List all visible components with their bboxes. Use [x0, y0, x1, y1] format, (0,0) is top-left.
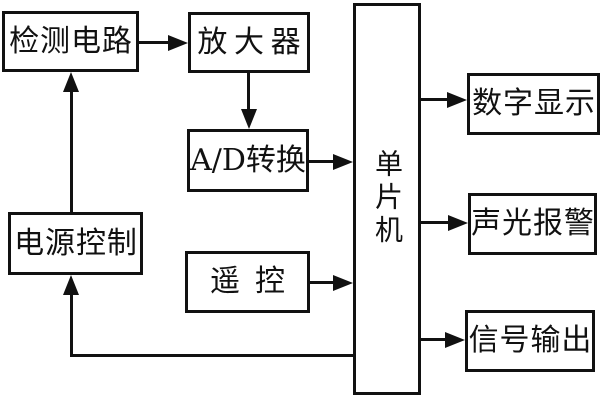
arrowhead-right-icon [445, 332, 465, 348]
node-sound-light-alarm: 声光报警 [468, 193, 597, 255]
connector-mcu-to-power-vertical [70, 293, 73, 357]
connector-mcu-to-output [421, 338, 446, 341]
arrowhead-down-icon [241, 109, 257, 129]
connector-amplifier-to-adc [247, 73, 250, 111]
arrowhead-up-icon [63, 275, 79, 295]
arrowhead-right-icon [448, 215, 468, 231]
arrowhead-right-icon [168, 35, 188, 51]
connector-power-to-detection [70, 90, 73, 212]
node-detection-circuit: 检测电路 [2, 11, 139, 72]
node-digital-display: 数字显示 [467, 73, 600, 135]
arrowhead-right-icon [333, 154, 353, 170]
arrowhead-right-icon [333, 275, 353, 291]
connector-mcu-to-display [421, 98, 448, 101]
node-amplifier: 放大器 [188, 12, 310, 73]
connector-detection-to-amplifier [139, 41, 169, 44]
connector-remote-to-mcu [310, 281, 334, 284]
node-remote-control: 遥控 [185, 251, 310, 313]
node-power-control: 电源控制 [8, 212, 143, 275]
node-ad-converter: A/D转换 [187, 129, 309, 192]
arrowhead-up-icon [63, 72, 79, 92]
connector-mcu-to-alarm [421, 221, 449, 224]
connector-mcu-to-power-horizontal [70, 354, 353, 357]
node-signal-output: 信号输出 [465, 310, 595, 372]
connector-adc-to-mcu [309, 160, 334, 163]
node-mcu: 单片机 [353, 3, 421, 395]
arrowhead-right-icon [447, 92, 467, 108]
